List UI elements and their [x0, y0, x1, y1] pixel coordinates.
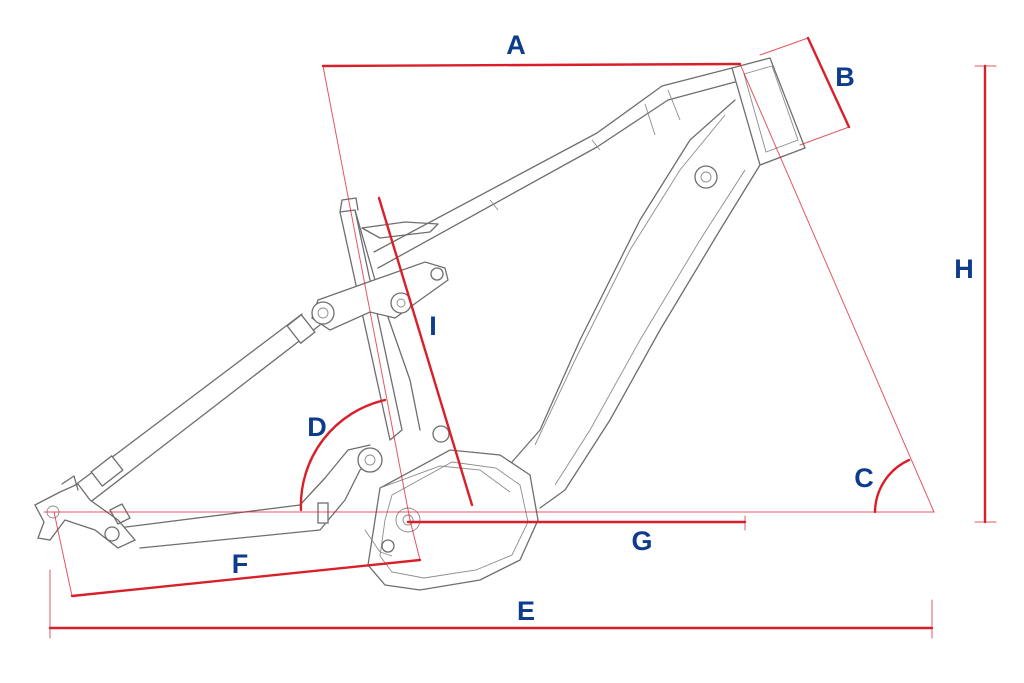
dimension-labels: A B C D E F G H I	[232, 30, 974, 626]
seat-tube-rear	[354, 209, 421, 431]
dim-b-line	[806, 36, 851, 129]
rocker-pivot-front	[311, 301, 335, 325]
seat-tube	[339, 209, 403, 441]
top-tube	[373, 67, 736, 269]
dim-f-ext	[53, 511, 73, 597]
dim-a-line	[321, 62, 742, 68]
seat-clamp	[339, 197, 359, 213]
motor-bolt	[381, 539, 395, 553]
shock-pivot-inner	[364, 454, 376, 466]
label-c: C	[854, 463, 874, 493]
label-h: H	[954, 254, 974, 284]
dim-b-ext-bottom	[799, 126, 850, 146]
label-e: E	[517, 596, 535, 626]
seat-stay-bridge	[286, 313, 316, 345]
down-tube-inner	[534, 114, 746, 486]
chain-stay-joint	[317, 502, 329, 524]
dimension-lines	[43, 36, 997, 639]
motor-housing	[367, 449, 539, 591]
brake-mount	[61, 475, 131, 525]
linkage-pivot	[432, 425, 450, 443]
rocker-pivot-rear	[430, 267, 444, 281]
dropout-pivot	[104, 526, 120, 542]
label-i: I	[429, 311, 437, 341]
gusset	[361, 221, 439, 239]
label-f: F	[232, 549, 249, 579]
label-d: D	[307, 412, 327, 442]
rocker-link	[311, 261, 449, 331]
dim-a-extension	[322, 65, 411, 521]
label-g: G	[631, 526, 652, 556]
shock-pivot	[357, 447, 383, 473]
seat-stay-brace	[90, 454, 124, 488]
rocker-pivot-front-inner	[317, 307, 329, 319]
head-tube-inner	[743, 65, 799, 153]
bike-frame	[34, 57, 806, 591]
rocker-pivot-main-inner	[396, 298, 406, 308]
dim-f-ext-bb	[409, 519, 421, 561]
down-tube-pivot-inner	[700, 171, 712, 183]
dim-i-line	[377, 196, 474, 507]
dim-f-line	[70, 558, 422, 598]
motor-housing-inner	[379, 461, 529, 579]
head-tube	[731, 57, 806, 166]
dim-d-arc	[299, 398, 387, 512]
rear-dropout	[34, 483, 137, 549]
label-a: A	[506, 30, 526, 60]
dim-c-arc	[873, 458, 911, 514]
head-angle-reference	[739, 63, 935, 513]
chain-stay	[117, 444, 381, 549]
top-tube-detail	[489, 89, 681, 211]
label-b: B	[835, 62, 855, 92]
dim-b-ext-top	[759, 37, 809, 56]
down-tube-pivot	[694, 165, 718, 189]
down-tube	[504, 99, 761, 509]
bottom-bracket-inner	[402, 514, 414, 526]
